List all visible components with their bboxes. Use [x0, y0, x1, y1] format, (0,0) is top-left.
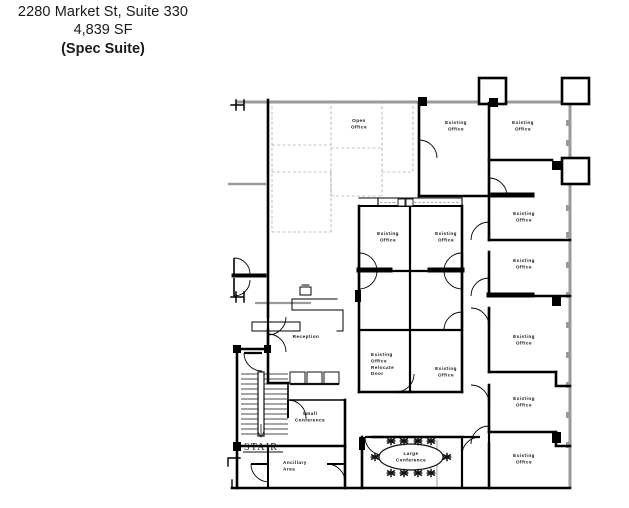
roof-alcove-group: [477, 76, 591, 186]
title-block: 2280 Market St, Suite 330 4,839 SF (Spec…: [0, 4, 206, 57]
sink-icon: [397, 198, 414, 207]
small-conference-seating: [289, 371, 340, 386]
door-reception-lower: [266, 333, 287, 353]
large-conference-furniture: [370, 436, 452, 478]
door-group: [231, 139, 535, 483]
door-relocate-door: [395, 373, 415, 394]
stair-label: STAIR: [244, 442, 278, 453]
door-existing-office-2: [487, 177, 535, 198]
door-reception-upper: [266, 316, 287, 336]
column-blocks: [233, 290, 561, 451]
door-central-office-b: [357, 270, 378, 290]
door-central-office-a: [356, 252, 393, 273]
door-existing-office-1: [417, 139, 438, 159]
stair-run: [241, 371, 288, 438]
room-label-reception: Reception: [293, 334, 320, 339]
door-existing-office-6: [470, 307, 491, 327]
door-existing-office-8: [470, 425, 491, 445]
door-corridor-upper: [231, 257, 267, 278]
suite-area: 4,839 SF: [73, 22, 133, 38]
door-central-office-c: [427, 252, 465, 273]
door-existing-office-5: [470, 277, 535, 298]
door-central-office-e: [443, 311, 464, 331]
door-existing-office-3: [470, 221, 491, 241]
door-central-office-d: [443, 270, 464, 290]
alcove-column: [418, 97, 562, 170]
mullion-marks: [432, 101, 569, 448]
door-large-conference-right: [461, 435, 481, 456]
construction-grid: [271, 101, 414, 233]
door-ancillary-left: [250, 463, 270, 483]
door-corridor-lower: [233, 278, 251, 297]
suite-type: (Spec Suite): [61, 41, 145, 57]
door-ancillary-right: [326, 463, 346, 483]
door-existing-office-7: [470, 384, 491, 404]
door-stair: [243, 351, 263, 372]
building-address: 2280 Market St, Suite 330: [17, 4, 189, 20]
